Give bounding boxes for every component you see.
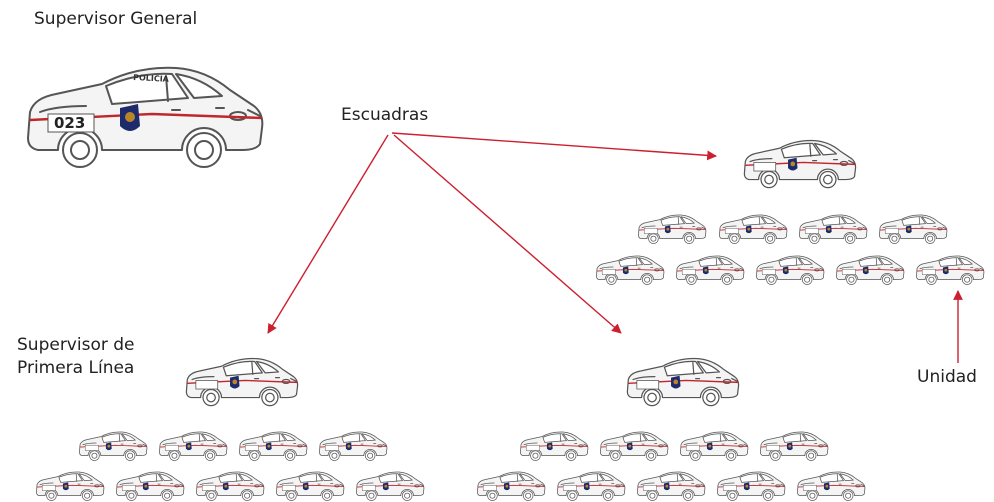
squad-middle-unit-car xyxy=(597,428,669,462)
police-car-icon xyxy=(159,431,228,461)
police-car-icon xyxy=(520,431,589,461)
squad-middle-unit-car xyxy=(634,468,706,502)
police-car-icon xyxy=(916,255,985,285)
police-car-icon xyxy=(756,255,825,285)
squad-left-unit-car xyxy=(353,468,425,502)
squad-right-supervisor-car xyxy=(734,134,862,190)
police-car-icon xyxy=(760,431,829,461)
squad-middle-unit-car xyxy=(554,468,626,502)
squad-middle-supervisor-car xyxy=(617,352,745,408)
squad-right-unit-car xyxy=(716,211,788,245)
supervisor-general-car: 023 POLICIA xyxy=(16,54,266,172)
police-car-icon xyxy=(239,431,308,461)
squad-right-unit-car xyxy=(876,211,948,245)
police-car-icon xyxy=(79,431,148,461)
squad-right-unit-car xyxy=(593,252,665,286)
police-car-icon xyxy=(719,214,788,244)
squad-left-unit-car xyxy=(316,428,388,462)
squad-middle-unit-car xyxy=(677,428,749,462)
police-car-icon xyxy=(356,471,425,501)
squad-left-unit-car xyxy=(156,428,228,462)
arrow-to-squad-left xyxy=(267,134,389,334)
police-car-icon xyxy=(680,431,749,461)
squad-middle-unit-car xyxy=(757,428,829,462)
police-car-icon xyxy=(626,357,740,407)
police-car-icon: 023 POLICIA xyxy=(27,66,264,168)
escuadras-label: Escuadras xyxy=(341,105,429,125)
squad-middle-unit-car xyxy=(794,468,866,502)
police-car-icon xyxy=(185,357,299,407)
squad-left-supervisor-car xyxy=(176,352,304,408)
police-car-icon xyxy=(676,255,745,285)
arrow-to-squad-right xyxy=(391,132,717,161)
police-car-icon xyxy=(836,255,905,285)
police-car-icon xyxy=(743,139,857,189)
supervisor-primera-linea-label: Supervisor de Primera Línea xyxy=(17,334,135,380)
svg-text:023: 023 xyxy=(54,114,85,132)
squad-middle-unit-car xyxy=(474,468,546,502)
squad-left-unit-car xyxy=(33,468,105,502)
squad-left-unit-car xyxy=(76,428,148,462)
squad-middle-unit-car xyxy=(517,428,589,462)
police-car-icon xyxy=(879,214,948,244)
supervisor-general-label: Supervisor General xyxy=(34,9,198,29)
squad-middle-unit-car xyxy=(714,468,786,502)
squad-left-unit-car xyxy=(273,468,345,502)
police-car-icon xyxy=(717,471,786,501)
police-car-icon xyxy=(36,471,105,501)
arrow-to-squad-middle xyxy=(393,134,622,334)
squad-left-unit-car xyxy=(193,468,265,502)
squad-right-unit-car xyxy=(753,252,825,286)
squad-right-unit-car xyxy=(635,211,707,245)
police-car-icon xyxy=(196,471,265,501)
police-car-icon xyxy=(600,431,669,461)
squad-right-unit-car xyxy=(673,252,745,286)
svg-text:POLICIA: POLICIA xyxy=(133,73,170,84)
supervisor-primera-linea-line-2: Primera Línea xyxy=(17,358,135,378)
squad-right-unit-car xyxy=(913,252,985,286)
unidad-label: Unidad xyxy=(917,367,977,387)
police-car-icon xyxy=(557,471,626,501)
police-car-icon xyxy=(637,471,706,501)
police-car-icon xyxy=(116,471,185,501)
police-car-icon xyxy=(799,214,868,244)
police-car-icon xyxy=(477,471,546,501)
squad-right-unit-car xyxy=(833,252,905,286)
squad-left-unit-car xyxy=(236,428,308,462)
police-car-icon xyxy=(596,255,665,285)
police-car-icon xyxy=(797,471,866,501)
police-car-icon xyxy=(319,431,388,461)
police-car-icon xyxy=(276,471,345,501)
squad-right-unit-car xyxy=(796,211,868,245)
police-car-icon xyxy=(638,214,707,244)
squad-left-unit-car xyxy=(113,468,185,502)
supervisor-primera-linea-line-1: Supervisor de xyxy=(17,335,135,355)
